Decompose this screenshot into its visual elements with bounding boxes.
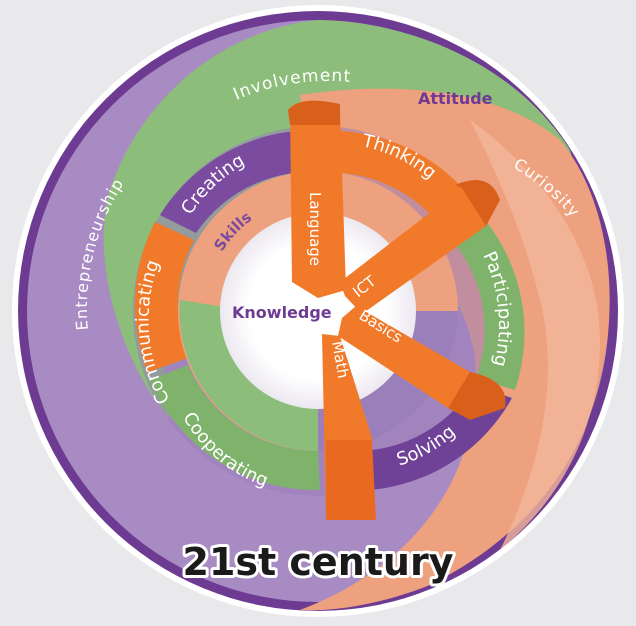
- salmon-swirl-light: [470, 120, 600, 550]
- fold-math: [326, 440, 376, 520]
- arm-language: [290, 110, 346, 298]
- footer-title-outline: 21st century: [183, 540, 454, 584]
- label-attitude: Attitude: [418, 89, 493, 108]
- skill-segment-creating: [160, 130, 330, 233]
- fold-ict: [455, 180, 500, 226]
- skill-segment-cooperating: [150, 365, 320, 491]
- skill-segment-communicating: [134, 222, 194, 372]
- fold-language: [288, 100, 340, 125]
- label-language: Language: [306, 192, 324, 266]
- footer-title: 21st century: [183, 540, 454, 584]
- label-knowledge: Knowledge: [232, 303, 332, 322]
- fold-basics: [448, 372, 506, 420]
- skill-segment-participating: [452, 220, 525, 390]
- arm-ict: [340, 188, 486, 314]
- arm-basics: [338, 306, 470, 408]
- knowledge-arms: [288, 100, 506, 520]
